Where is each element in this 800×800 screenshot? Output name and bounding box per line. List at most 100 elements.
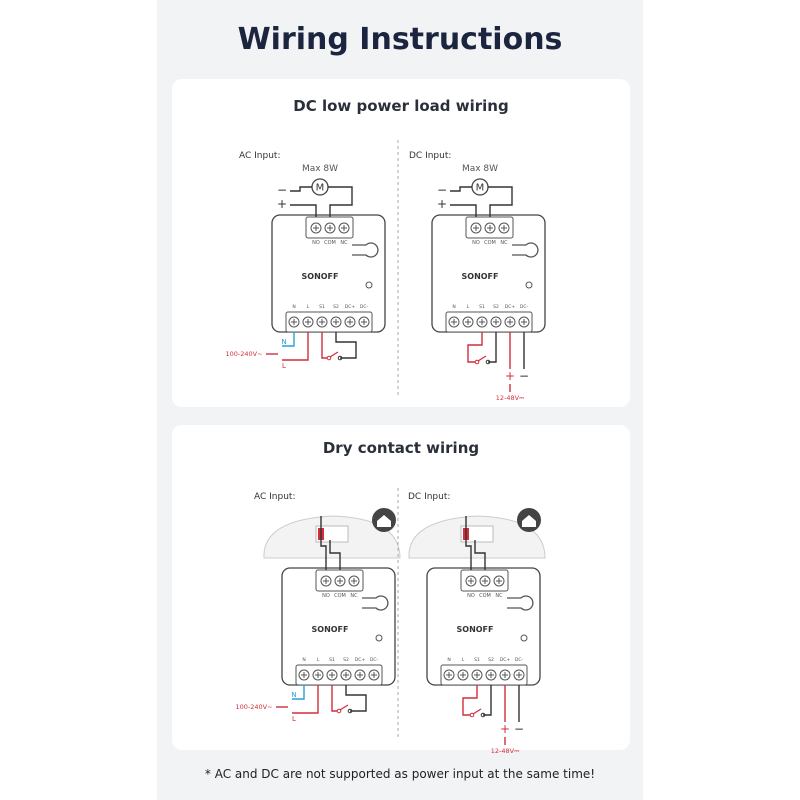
screw-slot — [357, 672, 363, 678]
max-load-label: Max 8W — [302, 164, 338, 174]
page-title: Wiring Instructions — [237, 22, 563, 57]
wire — [292, 685, 319, 714]
terminal-label: S1 — [474, 657, 480, 663]
terminal-label: N — [452, 304, 455, 310]
screw-slot — [351, 578, 357, 584]
supply-voltage-label: 12-48V⎓ — [496, 394, 525, 402]
terminal-label-com: COM — [484, 240, 496, 246]
screw-slot — [333, 319, 339, 325]
screw-slot — [319, 319, 325, 325]
supply-voltage-label: 12-48V⎓ — [491, 747, 520, 755]
wire — [282, 332, 295, 347]
screw-slot — [371, 672, 377, 678]
panel-label: DC Input: — [408, 492, 450, 502]
screw-slot — [446, 672, 452, 678]
terminal-label: N — [292, 304, 295, 310]
wire — [282, 332, 309, 361]
terminal-label: DC+ — [355, 657, 366, 663]
garage-glyph — [377, 515, 391, 527]
wire — [320, 516, 327, 570]
screw-slot — [501, 225, 507, 231]
plus-sign: + — [277, 197, 287, 211]
wire — [331, 685, 338, 712]
switch-contact — [474, 359, 480, 365]
neutral-label: N — [291, 691, 296, 699]
switch-lever — [329, 351, 339, 358]
wire — [450, 186, 472, 192]
terminal-label: S2 — [333, 304, 339, 310]
screw-slot — [337, 578, 343, 584]
plus-terminal-sign: + — [500, 722, 510, 736]
wire — [462, 685, 478, 716]
garage-glyph — [522, 515, 536, 527]
terminal-label: DC- — [520, 304, 529, 310]
brand-logo: SONOFF — [312, 625, 349, 634]
wire — [488, 332, 497, 363]
screw-slot — [496, 578, 502, 584]
panel-label: DC Input: — [409, 151, 451, 161]
terminal-label: S1 — [319, 304, 325, 310]
terminal-label: L — [467, 304, 470, 310]
screw-slot — [474, 672, 480, 678]
terminal-label: DC- — [370, 657, 379, 663]
terminal-label: N — [302, 657, 305, 663]
wire — [292, 685, 305, 700]
screw-slot — [473, 225, 479, 231]
switch-lever — [339, 704, 349, 711]
terminal-label: L — [307, 304, 310, 310]
terminal-label: DC- — [360, 304, 369, 310]
section-dry-contact: Dry contact wiring — [172, 425, 630, 750]
screw-slot — [361, 319, 367, 325]
screw-slot — [305, 319, 311, 325]
switch-contact — [336, 708, 342, 714]
terminal-label-no: NO — [472, 240, 480, 246]
garage-door-controller — [408, 508, 546, 559]
terminal-label-no: NO — [322, 593, 330, 599]
supply-voltage-label: 100-240V~ — [235, 703, 272, 711]
minus-terminal-sign: − — [519, 369, 529, 383]
brand-logo: SONOFF — [462, 272, 499, 281]
plus-terminal-sign: + — [505, 369, 515, 383]
antenna-clip-icon — [352, 242, 379, 258]
terminal-label-no: NO — [467, 593, 475, 599]
terminal-label-com: COM — [479, 593, 491, 599]
screw-slot — [502, 672, 508, 678]
section-heading: DC low power load wiring — [293, 97, 509, 115]
terminal-label: DC- — [515, 657, 524, 663]
wire — [328, 186, 353, 217]
screw-slot — [323, 578, 329, 584]
antenna-clip-icon — [512, 242, 539, 258]
terminal-label: N — [447, 657, 450, 663]
switch-lever — [472, 708, 482, 715]
terminal-label: DC+ — [505, 304, 516, 310]
switch-lever — [477, 355, 487, 362]
panel-label: AC Input: — [239, 151, 280, 161]
switch-contact — [326, 355, 332, 361]
screw-slot — [465, 319, 471, 325]
screw-slot — [507, 319, 513, 325]
screw-slot — [341, 225, 347, 231]
pairing-button-icon — [520, 634, 528, 642]
switch-contact — [469, 712, 475, 718]
terminal-label-com: COM — [334, 593, 346, 599]
antenna-clip-icon — [507, 595, 534, 611]
terminal-label: L — [317, 657, 320, 663]
screw-slot — [493, 319, 499, 325]
minus-sign: − — [437, 183, 447, 197]
live-label: L — [292, 715, 296, 723]
screw-slot — [468, 578, 474, 584]
panel-label: AC Input: — [254, 492, 295, 502]
wire — [329, 540, 341, 570]
screw-slot — [451, 319, 457, 325]
section-heading: Dry contact wiring — [322, 439, 480, 457]
wire — [335, 332, 357, 359]
wire — [488, 186, 513, 217]
neutral-label: N — [281, 338, 286, 346]
screw-slot — [479, 319, 485, 325]
plus-sign: + — [437, 197, 447, 211]
screw-slot — [516, 672, 522, 678]
